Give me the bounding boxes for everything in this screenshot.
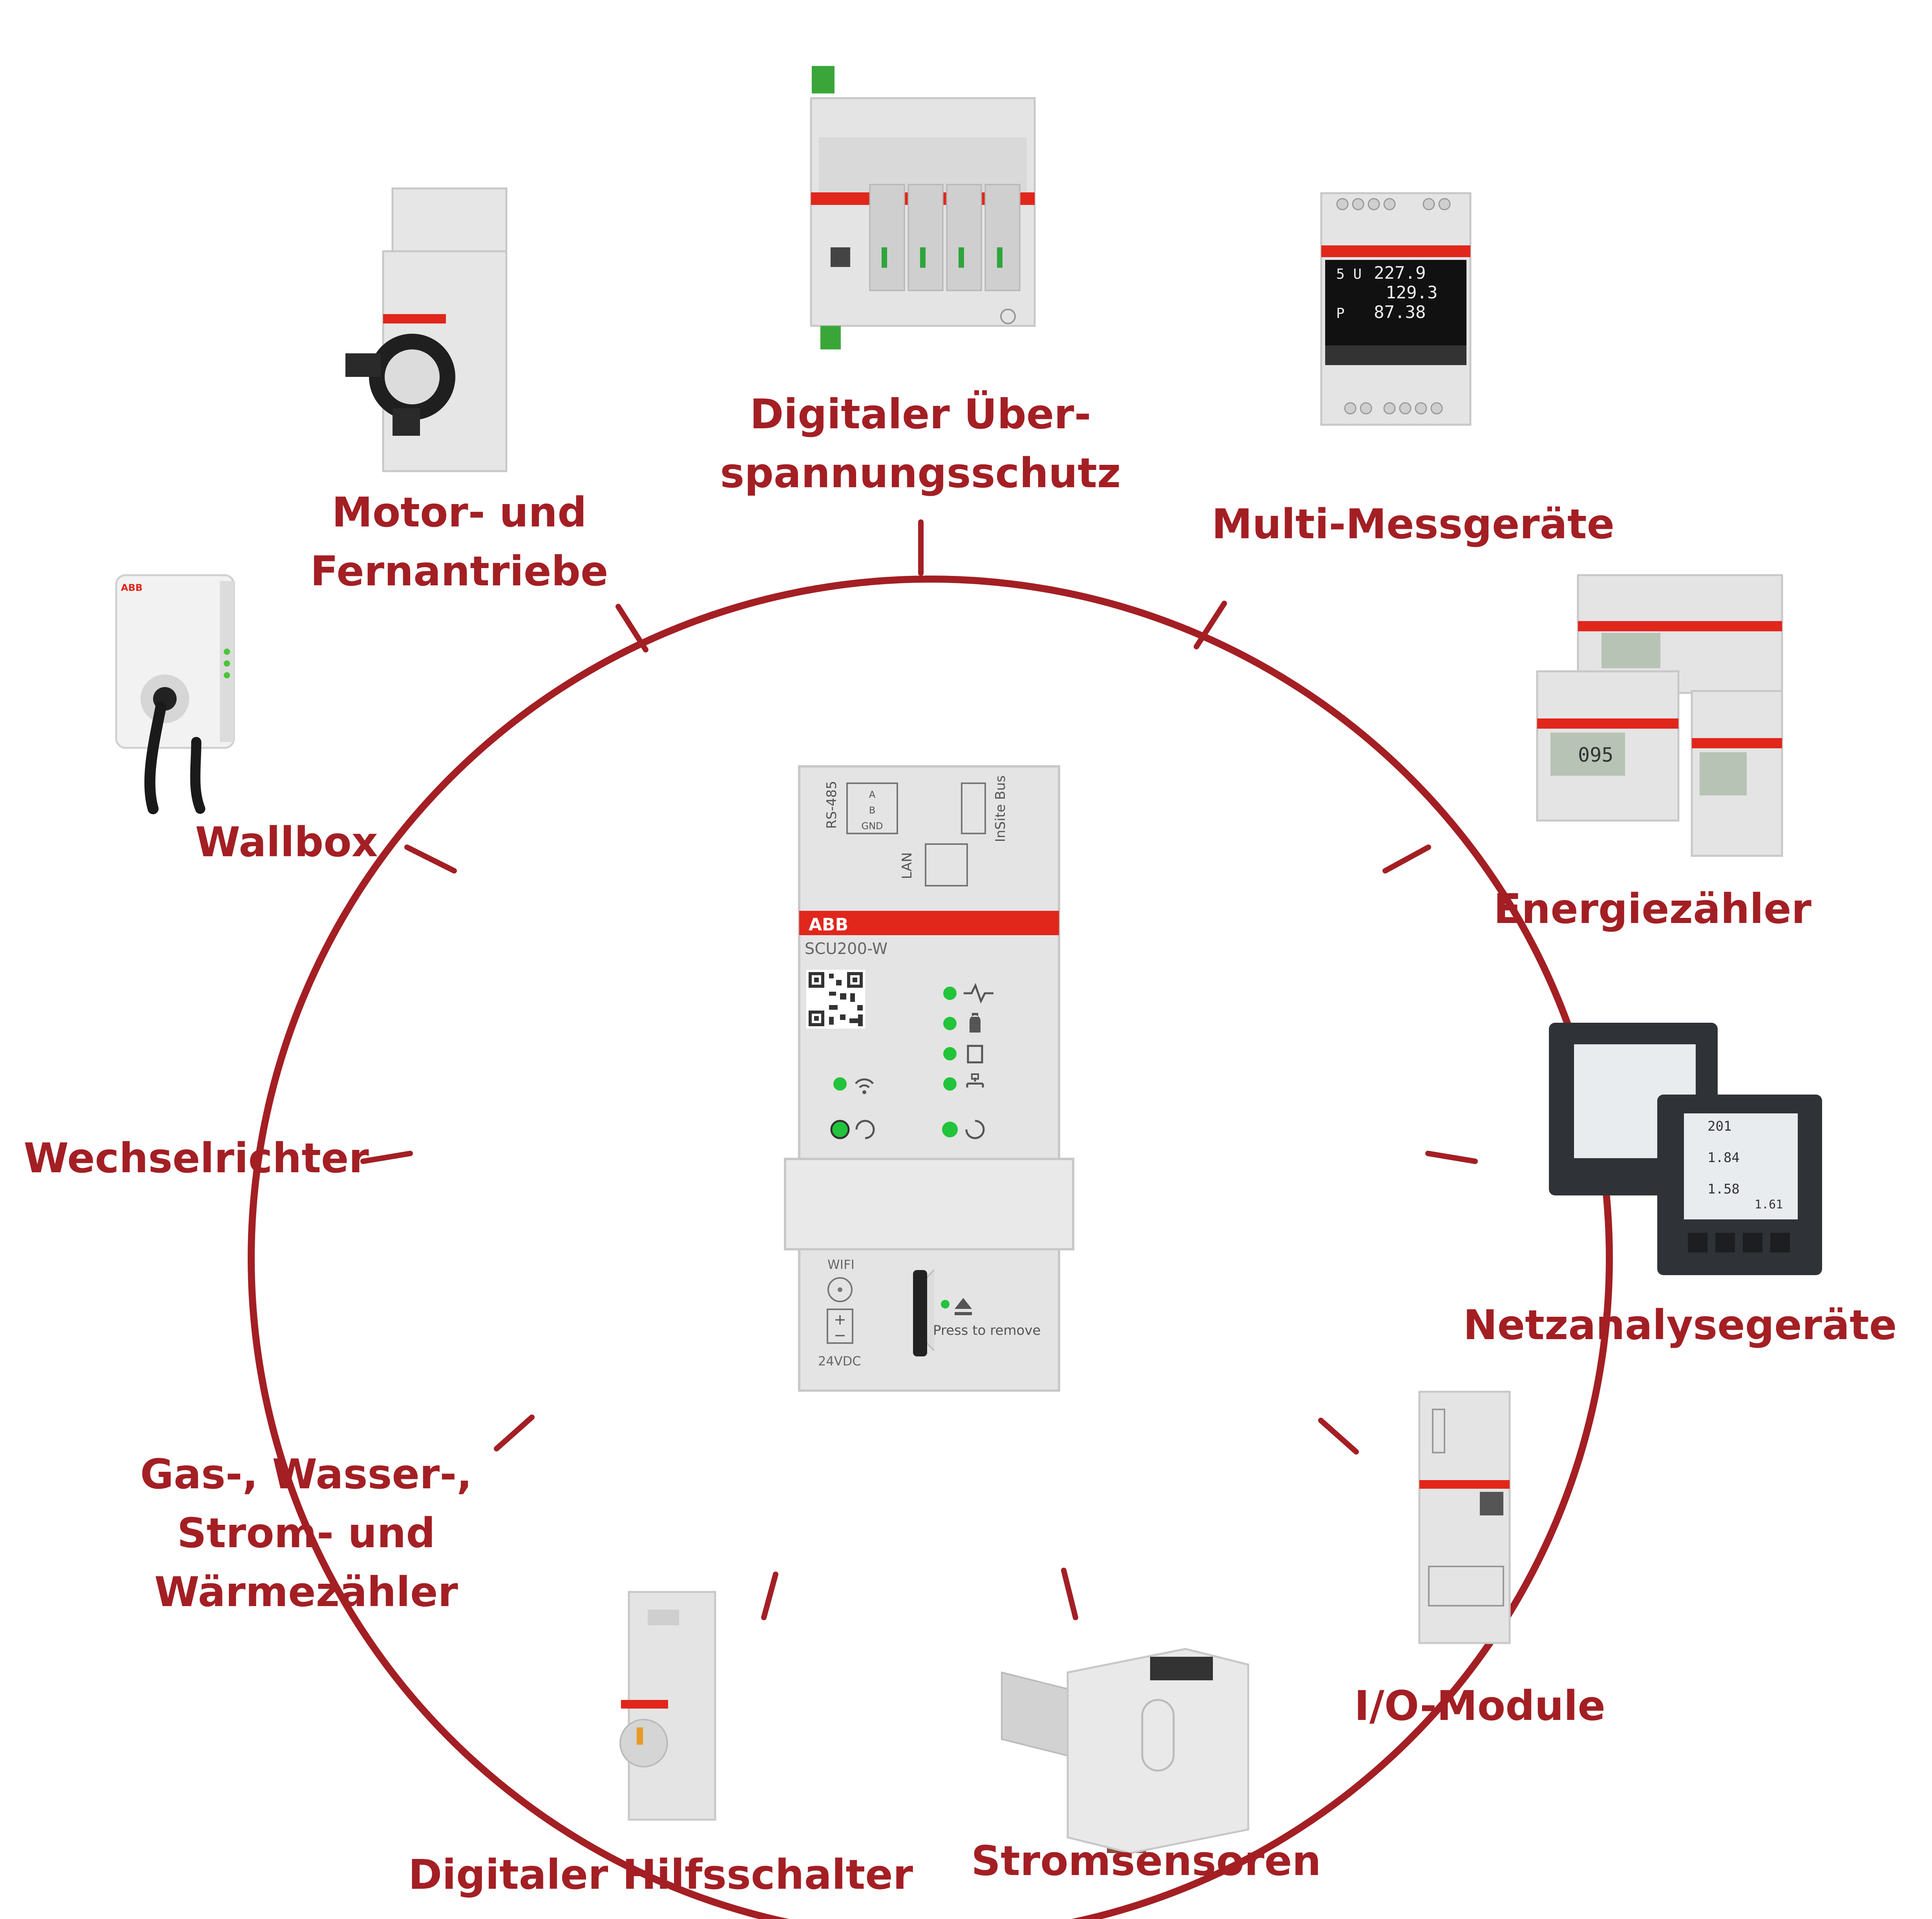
hub-press-to-remove: Press to remove — [933, 1323, 1041, 1338]
hub-wifi-antenna — [827, 1277, 853, 1302]
connection-ring — [248, 576, 1613, 1919]
svg-text:095: 095 — [1578, 744, 1613, 766]
surge-protector-image — [810, 66, 1036, 349]
hub-model-name: SCU200-W — [805, 940, 887, 958]
label-energy-meters: Energiezähler — [1494, 885, 1811, 933]
spoke-gas — [494, 1415, 535, 1451]
svg-text:ABB: ABB — [121, 582, 142, 593]
hub-insite-terminal — [961, 782, 986, 834]
hub-plus: + — [834, 1311, 846, 1328]
label-network-analyzers: Netzanalysegeräte — [1463, 1301, 1897, 1349]
label-inverters: Wechselrichter — [24, 1134, 369, 1182]
analyzer-reading-2: 1.84 — [1707, 1150, 1740, 1166]
hub-sd-slot — [913, 1270, 927, 1356]
label-wallbox: Wallbox — [195, 818, 378, 866]
spoke-motor — [615, 604, 648, 652]
label-aux-switch: Digitaler Hilfsschalter — [408, 1851, 913, 1899]
hub-voltage-label: 24VDC — [818, 1354, 861, 1369]
wallbox-image: ABB — [115, 574, 235, 814]
analyzer-reading-1: 201 — [1707, 1119, 1731, 1134]
hub-upper-body — [798, 765, 1060, 1160]
hub-status-leds — [830, 987, 958, 1139]
spoke-energy — [1382, 844, 1431, 874]
sd-card-icon — [967, 1045, 983, 1064]
hub-wifi-label: WIFI — [827, 1257, 855, 1272]
spoke-wechsel — [360, 1151, 413, 1164]
hub-port-b: B — [869, 805, 875, 816]
spoke-io — [1318, 1418, 1359, 1455]
spoke-hilf — [761, 1572, 778, 1620]
hub-sd-led — [941, 1300, 950, 1309]
spoke-wallbox — [404, 844, 457, 874]
current-sensor-image — [1001, 1648, 1249, 1854]
label-surge-protection: Digitaler Über- spannungsschutz — [720, 390, 1121, 497]
spoke-strom — [1061, 1568, 1078, 1620]
hub-mid-body — [784, 1158, 1074, 1250]
analyzer-reading-4: 1.61 — [1755, 1198, 1783, 1212]
energy-meters-image: 095 — [1536, 574, 1783, 857]
motor-drive-image — [345, 187, 508, 472]
sync-icon — [855, 1120, 875, 1139]
hub-port-a: A — [869, 789, 876, 800]
spokes — [360, 519, 1478, 1620]
hub-power-terminal — [827, 1309, 853, 1344]
hub-rs485-terminal — [846, 782, 898, 834]
spoke-netz — [1425, 1151, 1478, 1164]
aux-switch-image — [619, 1591, 716, 1821]
multi-meter-unit-1: 5 U — [1336, 266, 1362, 282]
multi-meter-unit-2: P — [1336, 305, 1345, 322]
reset-icon — [965, 1120, 985, 1139]
analyzer-reading-3: 1.58 — [1707, 1181, 1740, 1197]
spoke-multi — [1194, 601, 1227, 649]
hub-lan-label: LAN — [899, 852, 915, 879]
pulse-icon — [964, 983, 993, 1004]
eject-icon — [955, 1298, 972, 1315]
hub-rs485-label: RS-485 — [824, 781, 840, 829]
multi-meter-image: 5 U P 227.9 129.3 87.38 — [1320, 192, 1472, 426]
label-multi-meters: Multi-Messgeräte — [1211, 500, 1615, 548]
label-gas-water-meters: Gas-, Wasser-, Strom- und Wärmezähler — [140, 1450, 472, 1616]
hub-device: RS-485 A B GND InSite Bus LAN ABB SCU200… — [784, 765, 1074, 1392]
label-io-modules: I/O-Module — [1354, 1682, 1605, 1730]
hub-qr-code — [806, 970, 865, 1029]
network-analyzers-image: 201 1.84 1.58 1.61 — [1549, 1023, 1822, 1275]
io-module-image — [1418, 1391, 1511, 1644]
label-current-sensors: Stromsensoren — [971, 1837, 1321, 1885]
multi-meter-reading-3: 87.38 — [1374, 302, 1426, 322]
hub-port-gnd: GND — [861, 821, 883, 832]
hub-insite-label: InSite Bus — [993, 775, 1008, 842]
hub-red-band — [799, 911, 1059, 935]
label-motor-drives: Motor- und Fernantriebe — [310, 488, 608, 595]
wifi-icon — [855, 1078, 874, 1088]
hub-minus: − — [834, 1327, 846, 1344]
hub-lan-port — [925, 843, 968, 886]
alarm-icon — [970, 1013, 981, 1033]
multi-meter-reading-2: 129.3 — [1386, 283, 1437, 303]
hub-brand-logo: ABB — [809, 915, 848, 935]
multi-meter-reading-1: 227.9 — [1374, 263, 1426, 283]
